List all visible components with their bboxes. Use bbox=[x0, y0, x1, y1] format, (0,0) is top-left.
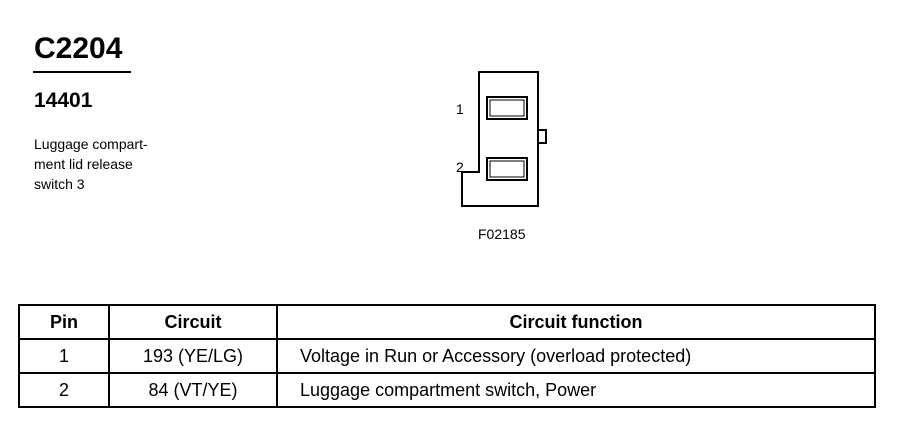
connector-housing-outline bbox=[461, 71, 539, 207]
description-line: Luggage compart- bbox=[34, 136, 148, 152]
part-number: 14401 bbox=[34, 89, 93, 112]
cell-pin: 2 bbox=[18, 372, 110, 408]
pin-2-cavity bbox=[486, 157, 528, 181]
figure-code: F02185 bbox=[478, 226, 526, 242]
description-line: ment lid release bbox=[34, 156, 133, 172]
cell-circuit: 193 (YE/LG) bbox=[108, 338, 278, 374]
pin-table: Pin Circuit Circuit function 1 193 (YE/L… bbox=[18, 304, 876, 408]
column-header-circuit: Circuit bbox=[108, 304, 278, 340]
pin-2-label: 2 bbox=[456, 159, 464, 175]
connector-id-underline bbox=[33, 71, 131, 73]
description-line: switch 3 bbox=[34, 176, 85, 192]
connector-id: C2204 bbox=[34, 32, 123, 65]
pin-1-label: 1 bbox=[456, 101, 464, 117]
pin-1-cavity bbox=[486, 96, 528, 120]
table-row: 2 84 (VT/YE) Luggage compartment switch,… bbox=[18, 372, 876, 408]
connector-description: Luggage compart- ment lid release switch… bbox=[34, 134, 184, 194]
connector-face-diagram: 1 2 bbox=[456, 71, 547, 207]
table-header-row: Pin Circuit Circuit function bbox=[18, 304, 876, 340]
column-header-circuit-function: Circuit function bbox=[276, 304, 876, 340]
cell-circuit: 84 (VT/YE) bbox=[108, 372, 278, 408]
cell-circuit-function: Luggage compartment switch, Power bbox=[276, 372, 876, 408]
pin-2-cavity-inner bbox=[489, 160, 525, 178]
pin-1-cavity-inner bbox=[489, 99, 525, 117]
column-header-pin: Pin bbox=[18, 304, 110, 340]
cell-pin: 1 bbox=[18, 338, 110, 374]
table-row: 1 193 (YE/LG) Voltage in Run or Accessor… bbox=[18, 338, 876, 374]
cell-circuit-function: Voltage in Run or Accessory (overload pr… bbox=[276, 338, 876, 374]
connector-latch-tab bbox=[537, 129, 547, 144]
